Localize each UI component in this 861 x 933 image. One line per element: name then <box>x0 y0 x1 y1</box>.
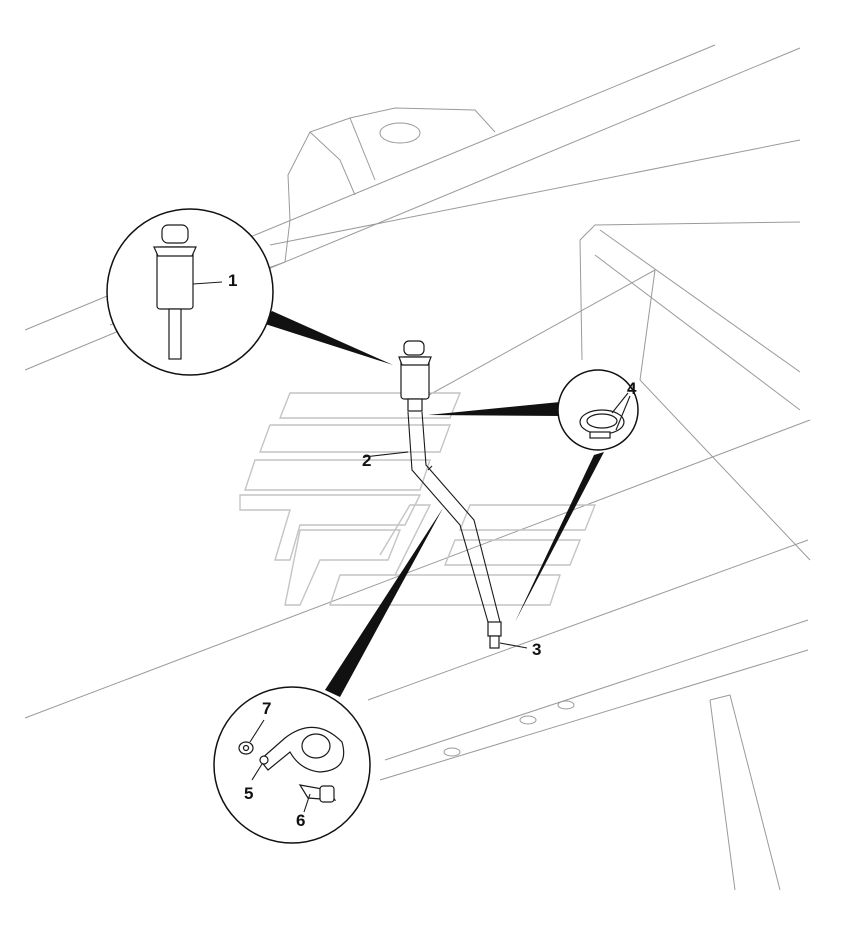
detail-lens-clamp-set <box>213 686 371 844</box>
detail-leader-wedges <box>262 311 604 697</box>
chassis-frame-background <box>24 44 811 891</box>
hose-end-fitting <box>487 621 502 649</box>
detail-lens-hose-clamp <box>557 369 639 451</box>
callout-1: 1 <box>228 271 237 290</box>
watermark-logo <box>239 392 597 606</box>
callout-5: 5 <box>244 784 253 803</box>
breather-filter-part <box>398 340 432 412</box>
callout-2: 2 <box>362 451 371 470</box>
callout-leaders <box>363 451 528 649</box>
callout-6: 6 <box>296 811 305 830</box>
breather-hose <box>407 411 501 623</box>
callout-3: 3 <box>532 640 541 659</box>
callout-7: 7 <box>262 699 271 718</box>
callout-4: 4 <box>627 379 637 398</box>
detail-lens-filter <box>106 208 274 376</box>
